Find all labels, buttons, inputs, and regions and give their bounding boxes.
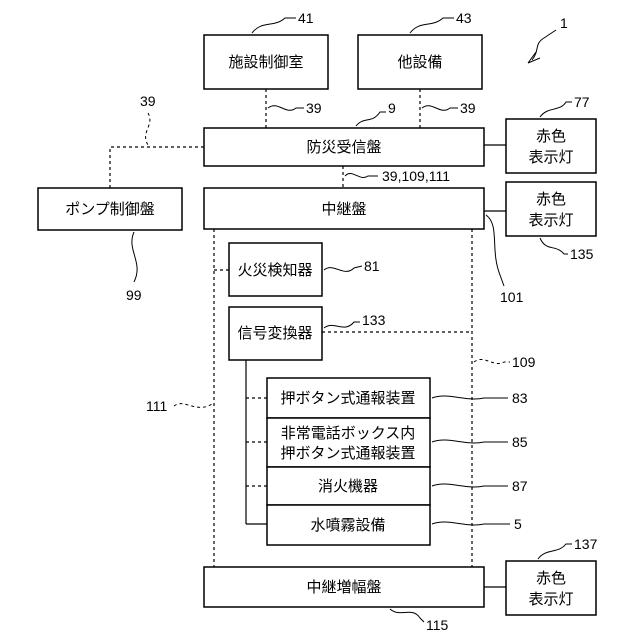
- ref-39-control: 39: [306, 100, 322, 116]
- relay-panel-box: 中継盤: [204, 188, 484, 229]
- push-button-box: 押ボタン式通報装置: [267, 378, 430, 418]
- signal-converter-box: 信号変換器: [229, 307, 322, 360]
- other-equipment-label: 他設備: [397, 53, 442, 71]
- fire-receiver-box: 防災受信盤: [204, 128, 484, 166]
- emergency-phone-label-line2: 押ボタン式通報装置: [280, 444, 415, 462]
- relay-panel-label: 中継盤: [321, 200, 366, 218]
- other-equipment-box: 他設備: [358, 35, 482, 89]
- fire-extinguisher-box: 消火機器: [267, 467, 430, 505]
- ref-9: 9: [388, 100, 396, 116]
- ref-135: 135: [570, 246, 594, 262]
- ref-83: 83: [512, 390, 528, 406]
- ref-99: 99: [126, 287, 142, 303]
- facility-control-room-label: 施設制御室: [228, 53, 303, 71]
- red-lamp-1-label-line1: 赤色: [536, 127, 566, 145]
- leader-39-control: [268, 106, 304, 111]
- ref-85: 85: [512, 434, 528, 450]
- ref-41: 41: [298, 10, 314, 26]
- leader-111: [174, 404, 212, 408]
- ref-system: 1: [560, 15, 568, 31]
- leader-99: [132, 232, 137, 282]
- red-lamp-1-label-line2: 表示灯: [528, 148, 573, 166]
- leader-39-109-111: [345, 173, 378, 177]
- fire-detector-label: 火災検知器: [237, 261, 312, 279]
- ref-111: 111: [146, 398, 167, 414]
- leader-system-arrow: [532, 30, 556, 60]
- ref-77: 77: [574, 94, 590, 110]
- red-lamp-3-label-line1: 赤色: [536, 569, 566, 587]
- relay-amplifier-label: 中継増幅盤: [306, 578, 381, 596]
- leader-5: [432, 522, 510, 525]
- link-receiver-pump-panel: [110, 147, 204, 188]
- leader-41: [252, 18, 296, 33]
- water-spray-label: 水噴霧設備: [310, 516, 385, 534]
- fire-extinguisher-label: 消火機器: [318, 477, 378, 495]
- push-button-label: 押ボタン式通報装置: [280, 389, 415, 407]
- leader-39-top-left: [146, 113, 150, 145]
- ref-109: 109: [512, 354, 536, 370]
- leader-9: [356, 112, 386, 126]
- relay-amplifier-box: 中継増幅盤: [204, 567, 484, 607]
- leader-43: [410, 18, 454, 33]
- leader-101: [486, 215, 504, 286]
- red-lamp-3-label-line2: 表示灯: [528, 590, 573, 608]
- leader-115: [390, 609, 424, 622]
- red-lamp-2-label-line1: 赤色: [536, 190, 566, 208]
- ref-81: 81: [364, 258, 380, 274]
- fire-receiver-label: 防災受信盤: [306, 138, 381, 156]
- ref-39-top-left: 39: [140, 93, 156, 109]
- emergency-phone-box: 非常電話ボックス内 押ボタン式通報装置: [267, 418, 430, 467]
- ref-43: 43: [456, 10, 472, 26]
- leader-137: [538, 544, 572, 559]
- ref-101: 101: [500, 289, 524, 305]
- leader-77: [540, 102, 572, 117]
- leader-85: [432, 440, 508, 443]
- ref-39-other: 39: [460, 100, 476, 116]
- ref-87: 87: [512, 478, 528, 494]
- fire-detector-box: 火災検知器: [229, 243, 322, 296]
- red-lamp-1-box: 赤色 表示灯: [506, 119, 596, 173]
- ref-133: 133: [362, 312, 386, 328]
- signal-converter-label: 信号変換器: [237, 324, 312, 342]
- leader-81: [324, 266, 362, 271]
- leader-39-other: [422, 106, 458, 111]
- leader-83: [432, 396, 508, 399]
- red-lamp-2-label-line2: 表示灯: [528, 211, 573, 229]
- leader-109: [474, 359, 510, 363]
- water-spray-box: 水噴霧設備: [267, 505, 430, 545]
- facility-control-room-box: 施設制御室: [204, 35, 328, 89]
- emergency-phone-label-line1: 非常電話ボックス内: [281, 424, 416, 442]
- leader-135: [540, 238, 568, 254]
- ref-115: 115: [426, 617, 449, 633]
- red-lamp-3-box: 赤色 表示灯: [506, 561, 596, 615]
- ref-5: 5: [514, 516, 522, 532]
- leader-87: [432, 484, 508, 487]
- ref-39-109-111: 39,109,111: [382, 168, 450, 184]
- ref-137: 137: [574, 536, 598, 552]
- pump-panel-label: ポンプ制御盤: [65, 200, 155, 218]
- leader-133: [324, 322, 360, 328]
- pump-panel-box: ポンプ制御盤: [38, 188, 182, 230]
- red-lamp-2-box: 赤色 表示灯: [506, 182, 596, 236]
